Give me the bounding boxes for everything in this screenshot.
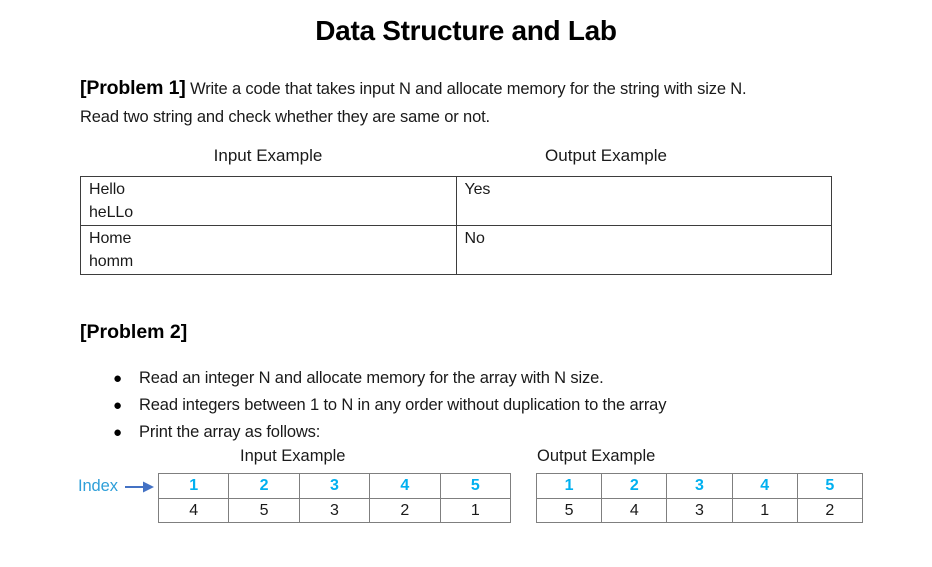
page-title: Data Structure and Lab (315, 15, 617, 46)
value-row: 5 4 3 1 2 (535, 498, 864, 523)
output-value: No (464, 230, 485, 247)
input-table-label: Input Example (240, 447, 346, 465)
index-cell: 4 (731, 473, 798, 499)
bullet-text: Read integers between 1 to N in any orde… (139, 396, 667, 414)
problem1-example-table: Hello heLLo Yes Home homm No (80, 176, 832, 275)
problem1-text-line1: Write a code that takes input N and allo… (190, 80, 747, 98)
bullet-icon: ● (113, 424, 122, 441)
bullet-text: Print the array as follows: (139, 423, 321, 441)
input-value: Hello (89, 181, 125, 198)
value-cell: 5 (535, 498, 603, 523)
index-row: 1 2 3 4 5 (535, 473, 864, 499)
table1-output-cell-2: No (455, 225, 832, 275)
value-cell: 2 (369, 498, 441, 523)
problem2-bullet-3: ● Print the array as follows: (113, 421, 873, 444)
output-table-label: Output Example (537, 447, 656, 465)
table1-output-header: Output Example (545, 146, 667, 165)
value-row: 4 5 3 2 1 (157, 498, 512, 523)
value-cell: 4 (601, 498, 668, 523)
value-cell: 1 (439, 498, 512, 523)
problem2-bullet-2: ● Read integers between 1 to N in any or… (113, 394, 873, 417)
index-cell: 1 (157, 473, 230, 499)
index-cell: 4 (369, 473, 441, 499)
index-cell: 3 (298, 473, 371, 499)
index-cell: 2 (228, 473, 300, 499)
index-cell: 3 (666, 473, 733, 499)
value-cell: 4 (157, 498, 230, 523)
bullet-icon: ● (113, 397, 122, 414)
problem1-heading: [Problem 1] (80, 77, 186, 99)
index-cell: 5 (796, 473, 864, 499)
value-cell: 3 (666, 498, 733, 523)
table1-input-cell-2: Home homm (80, 225, 457, 275)
index-cell: 5 (439, 473, 512, 499)
index-pointer: Index (78, 474, 154, 499)
output-value: Yes (464, 181, 491, 198)
value-cell: 2 (796, 498, 864, 523)
value-cell: 3 (298, 498, 371, 523)
index-cell: 2 (601, 473, 668, 499)
right-arrow-icon (124, 481, 154, 492)
problem2-bullet-1: ● Read an integer N and allocate memory … (113, 367, 873, 390)
value-cell: 1 (731, 498, 798, 523)
problem1-paragraph: [Problem 1] Write a code that takes inpu… (80, 75, 880, 131)
input-value: homm (89, 253, 134, 270)
problem2-heading: [Problem 2] (80, 321, 188, 343)
input-value: heLLo (89, 204, 133, 221)
index-cell: 1 (535, 473, 603, 499)
table-row: Hello heLLo Yes (80, 176, 832, 226)
input-value: Home (89, 230, 132, 247)
value-cell: 5 (228, 498, 300, 523)
table1-input-header: Input Example (213, 146, 323, 165)
problem2-output-table: 1 2 3 4 5 5 4 3 1 2 (535, 473, 864, 523)
problem1-line1: [Problem 1] Write a code that takes inpu… (80, 75, 880, 104)
table-row: Home homm No (80, 225, 832, 275)
problem1-text-line2: Read two string and check whether they a… (80, 107, 490, 126)
problem2-input-table: 1 2 3 4 5 4 5 3 2 1 (157, 473, 512, 523)
table1-input-cell-1: Hello heLLo (80, 176, 457, 226)
bullet-text: Read an integer N and allocate memory fo… (139, 369, 604, 387)
bullet-icon: ● (113, 370, 122, 387)
table1-output-cell-1: Yes (455, 176, 832, 226)
index-row: 1 2 3 4 5 (157, 473, 512, 499)
index-label: Index (78, 477, 118, 495)
